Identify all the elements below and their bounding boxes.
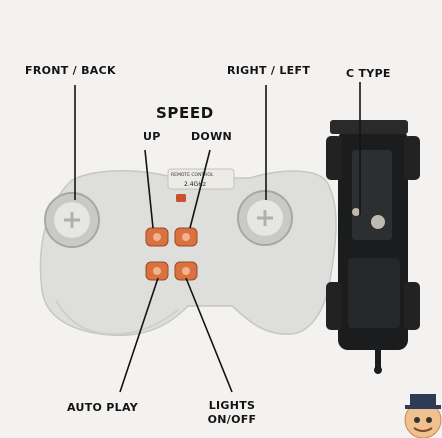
mascot-icon (404, 394, 442, 438)
front-back-label: FRONT / BACK (25, 64, 116, 77)
lights-label-line1: LIGHTS (208, 399, 256, 412)
auto-play-label: AUTO PLAY (67, 401, 138, 414)
down-label: DOWN (191, 130, 233, 143)
annotation-lines (74, 82, 361, 393)
c-type-label: C TYPE (346, 67, 391, 80)
sticker-frequency: 2.4GHz (184, 181, 206, 188)
lights-label: LIGHTS ON/OFF (207, 399, 257, 427)
up-label: UP (143, 130, 161, 143)
rc-car (326, 120, 420, 374)
power-switch (176, 194, 186, 202)
sticker-brand: REMOTE CONTROL (171, 172, 214, 178)
lights-label-line2: ON/OFF (207, 413, 257, 426)
speed-label: SPEED (156, 104, 214, 122)
remote-controller: REMOTE CONTROL 2.4GHz (39, 168, 337, 337)
right-left-label: RIGHT / LEFT (227, 64, 311, 77)
